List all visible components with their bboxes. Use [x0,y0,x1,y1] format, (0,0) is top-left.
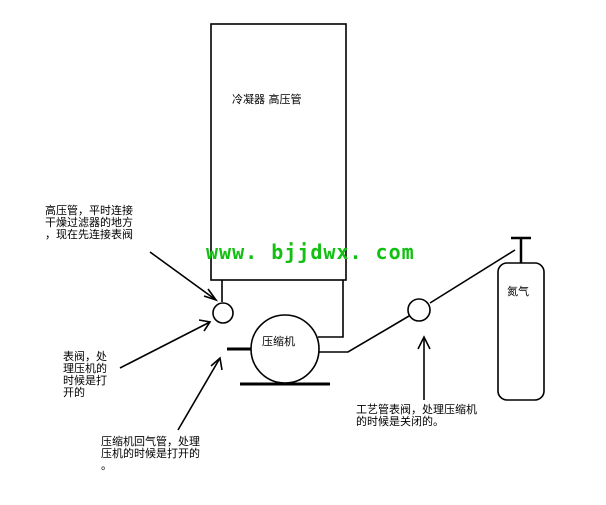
process-valve-note: 工艺管表阀，处理压缩机 的时候是关闭的。 [356,403,477,428]
arrow-high-pressure-head [203,288,219,302]
arrow-suction-head [210,356,223,371]
arrow-high-pressure [149,251,217,301]
watermark: www. bjjdwx. com [206,240,415,264]
nitrogen-cylinder [497,262,545,401]
discharge-pipe [318,280,344,338]
condenser-label: 冷凝器 高压管 [232,93,302,106]
suction-note: 压缩机回气管，处理 压机的时候是打开的 。 [101,435,200,472]
compressor-body [250,314,320,384]
arrow-gauge-valve-head [198,319,212,332]
condenser-box [210,23,347,281]
high-pressure-note: 高压管，平时连接 干燥过滤器的地方 ，现在先连接表阀 [45,204,133,241]
gauge-valve [212,302,234,324]
compressor-label: 压缩机 [262,335,295,348]
arrow-process-valve-head [417,335,431,350]
gauge-valve-note: 表阀，处 理压机的 时候是打 开的 [63,350,107,399]
nitrogen-label: 氮气 [507,285,529,298]
process-valve [407,298,431,322]
arrow-gauge-valve [119,321,211,369]
arrow-suction [177,357,221,431]
nitrogen-hose [429,249,516,304]
process-pipe [319,315,410,353]
